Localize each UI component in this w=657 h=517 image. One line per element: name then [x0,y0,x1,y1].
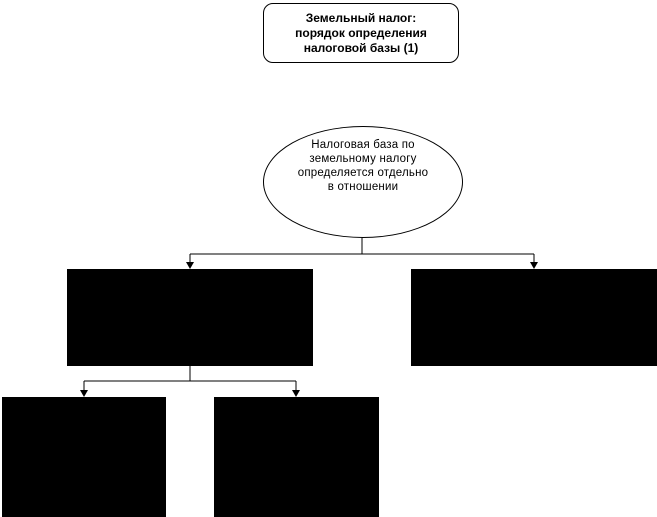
arrowhead-bottom-mid-box [292,390,300,397]
node-box-left [67,269,313,366]
node-box-bottom-mid [214,397,379,517]
arrowhead-right-box [530,262,538,269]
node-box-bottom-left [2,397,166,517]
node-box-right [411,269,657,366]
root-node-ellipse: Налоговая база по земельному налогу опре… [263,126,463,238]
root-node-text: Налоговая база по земельному налогу опре… [297,139,429,193]
diagram-title: Земельный налог: порядок определения нал… [295,10,427,55]
title-box: Земельный налог: порядок определения нал… [263,3,459,63]
arrowhead-left-box [186,262,194,269]
arrowhead-bottom-left-box [80,390,88,397]
